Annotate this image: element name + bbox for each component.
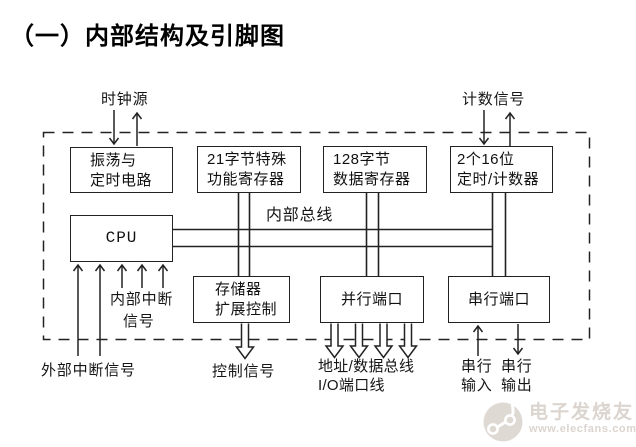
label-serial-output: 串行 输出	[501, 358, 533, 394]
box-data-registers: 128字节 数据寄存器	[323, 146, 427, 193]
label-serial-input: 串行 输入	[461, 358, 493, 394]
page-title: （一）内部结构及引脚图	[10, 23, 285, 50]
box-memory-expansion-control: 存储器 扩展控制	[193, 276, 290, 323]
label-external-interrupt-signal: 外部中断信号	[41, 362, 136, 379]
watermark-brand: 电子发烧友	[529, 402, 635, 423]
box-special-function-registers: 21字节特殊 功能寄存器	[197, 146, 301, 193]
clock-source-arrows	[108, 110, 143, 146]
watermark: 电子发烧友 www.elecfans.com	[481, 396, 636, 446]
label-address-data-bus-io: 地址/数据总线 I/O端口线	[318, 358, 415, 394]
control-signal-hollow-arrow	[235, 323, 255, 360]
count-signal-arrows	[478, 110, 516, 146]
bus-tap-timer-to-serial	[491, 193, 507, 277]
internal-bus-lines	[173, 228, 492, 248]
label-count-signal: 计数信号	[462, 91, 526, 108]
bus-tap-sfr-to-memctrl	[237, 193, 251, 277]
label-clock-source: 时钟源	[101, 91, 149, 108]
watermark-url: www.elecfans.com	[529, 423, 636, 435]
watermark-text: 电子发烧友 www.elecfans.com	[529, 396, 636, 435]
box-oscillator-timing-circuit: 振荡与 定时电路	[70, 147, 173, 193]
chip-boundary-dashed-border	[42, 131, 591, 341]
box-serial-port: 串行端口	[448, 276, 550, 323]
external-interrupt-arrows	[72, 263, 106, 356]
box-cpu: CPU	[70, 215, 173, 262]
label-internal-interrupt-signal: 内部中断 信号	[110, 291, 174, 330]
bus-tap-ram-to-parallel	[365, 193, 380, 277]
addr-data-bus-hollow-arrows	[324, 323, 418, 359]
internal-interrupt-arrows	[116, 263, 169, 288]
box-parallel-port: 并行端口	[320, 276, 424, 323]
elecfans-logo-icon	[483, 400, 523, 442]
label-internal-bus: 内部总线	[266, 207, 334, 224]
box-timer-counters: 2个16位 定时/计数器	[450, 146, 553, 193]
label-control-signal: 控制信号	[212, 363, 276, 380]
